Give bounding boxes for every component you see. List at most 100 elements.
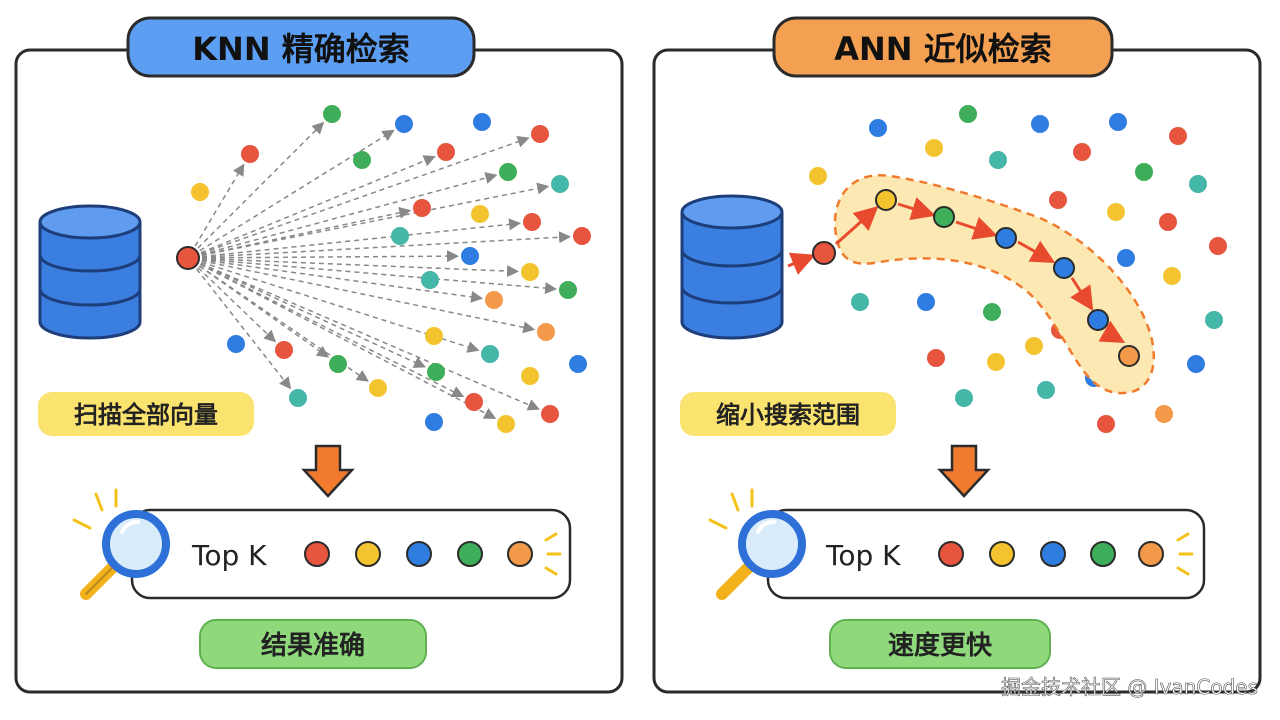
knn-result-chip: 结果准确 — [199, 619, 427, 669]
vector-dot — [1135, 163, 1153, 181]
vector-dot — [191, 183, 209, 201]
ann-search-region — [833, 173, 1155, 395]
knn-title: KNN 精确检索 — [192, 30, 410, 68]
vector-dot — [473, 113, 491, 131]
knn-result-dot-2 — [355, 541, 381, 567]
vector-dot — [1159, 213, 1177, 231]
vector-dot — [1097, 415, 1115, 433]
ann-result-chip: 速度更快 — [829, 619, 1051, 669]
vector-dot — [559, 281, 577, 299]
vector-dot — [437, 143, 455, 161]
vector-dot — [1169, 127, 1187, 145]
knn-vector-dots — [191, 105, 591, 433]
vector-dot — [983, 303, 1001, 321]
ann-magnifier-icon — [708, 488, 806, 600]
ann-query-dot — [812, 241, 836, 265]
scan-arrow — [199, 265, 330, 358]
ann-database-icon — [680, 194, 784, 340]
vector-dot — [1049, 191, 1067, 209]
ann-result-dot-1 — [938, 541, 964, 567]
scan-arrow — [196, 268, 292, 390]
scan-arrow — [200, 263, 465, 398]
ann-result-dot-2 — [989, 541, 1015, 567]
ann-path-arrows — [787, 197, 1126, 343]
ann-topk-label: Top K — [825, 539, 901, 572]
vector-dot — [551, 175, 569, 193]
scan-arrow — [201, 182, 550, 257]
vector-dot — [541, 405, 559, 423]
ann-narrow-chip: 缩小搜索范围 — [680, 392, 896, 436]
knn-scan-arrows — [194, 121, 572, 419]
ann-path-node-2 — [933, 206, 955, 228]
knn-topk-label: Top K — [191, 539, 267, 572]
vector-dot — [227, 335, 245, 353]
watermark: 掘金技术社区 @ IvanCodes — [1001, 675, 1258, 699]
vector-dot — [523, 213, 541, 231]
knn-database-icon — [38, 204, 142, 340]
knn-result-label: 结果准确 — [261, 630, 365, 661]
ann-title-badge: ANN 近似检索 — [772, 16, 1114, 78]
vector-dot — [959, 105, 977, 123]
vector-dot — [1117, 249, 1135, 267]
knn-result-dot-5 — [507, 541, 533, 567]
vector-dot — [537, 323, 555, 341]
vector-dot — [1209, 237, 1227, 255]
vector-dot — [391, 227, 409, 245]
vector-dot — [925, 139, 943, 157]
vector-dot — [1107, 203, 1125, 221]
vector-dot — [427, 363, 445, 381]
knn-down-arrow-icon — [301, 444, 355, 498]
knn-result-dot-4 — [457, 541, 483, 567]
scan-arrow — [201, 231, 572, 258]
scan-arrow — [201, 250, 460, 263]
ann-path-node-1 — [875, 189, 897, 211]
vector-dot — [275, 341, 293, 359]
vector-dot — [521, 263, 539, 281]
scan-arrow — [200, 263, 427, 368]
ann-narrow-label: 缩小搜索范围 — [716, 401, 860, 429]
vector-dot — [1031, 115, 1049, 133]
vector-dot — [323, 105, 341, 123]
vector-dot — [1187, 355, 1205, 373]
knn-result-dot-1 — [304, 541, 330, 567]
vector-dot — [917, 293, 935, 311]
vector-dot — [927, 349, 945, 367]
vector-dot — [481, 345, 499, 363]
ann-result-dot-5 — [1138, 541, 1164, 567]
knn-query-dot — [176, 246, 200, 270]
knn-scan-label: 扫描全部向量 — [74, 401, 218, 429]
ann-path-nodes — [812, 189, 1140, 367]
vector-dot — [569, 355, 587, 373]
knn-scan-chip: 扫描全部向量 — [38, 392, 254, 436]
vector-dot — [1189, 175, 1207, 193]
ann-sparkle-icon — [1176, 532, 1194, 576]
scan-arrow — [201, 259, 484, 303]
scan-arrow — [201, 261, 480, 353]
ann-title: ANN 近似检索 — [834, 30, 1051, 68]
vector-dot — [289, 389, 307, 407]
ann-result-label: 速度更快 — [888, 630, 993, 661]
vector-dot — [531, 125, 549, 143]
vector-dot — [369, 379, 387, 397]
vector-dot — [497, 415, 515, 433]
knn-title-badge: KNN 精确检索 — [126, 16, 476, 78]
scan-arrow — [200, 155, 436, 254]
scan-arrow — [201, 260, 536, 334]
vector-dot — [1163, 267, 1181, 285]
ann-down-arrow-icon — [937, 444, 991, 498]
vector-dot — [851, 293, 869, 311]
ann-result-dot-3 — [1040, 541, 1066, 567]
vector-dot — [413, 199, 431, 217]
knn-sparkle-icon — [544, 532, 562, 576]
scan-arrow — [201, 257, 520, 278]
vector-dot — [353, 151, 371, 169]
knn-result-dot-3 — [406, 541, 432, 567]
knn-panel: KNN 精确检索 扫描全部向量 Top K — [14, 16, 624, 694]
vector-dot — [955, 389, 973, 407]
vector-dot — [461, 247, 479, 265]
scan-arrow — [197, 121, 325, 249]
ann-panel: ANN 近似检索 — [652, 16, 1262, 694]
vector-dot — [1025, 337, 1043, 355]
scan-arrow — [199, 265, 369, 382]
